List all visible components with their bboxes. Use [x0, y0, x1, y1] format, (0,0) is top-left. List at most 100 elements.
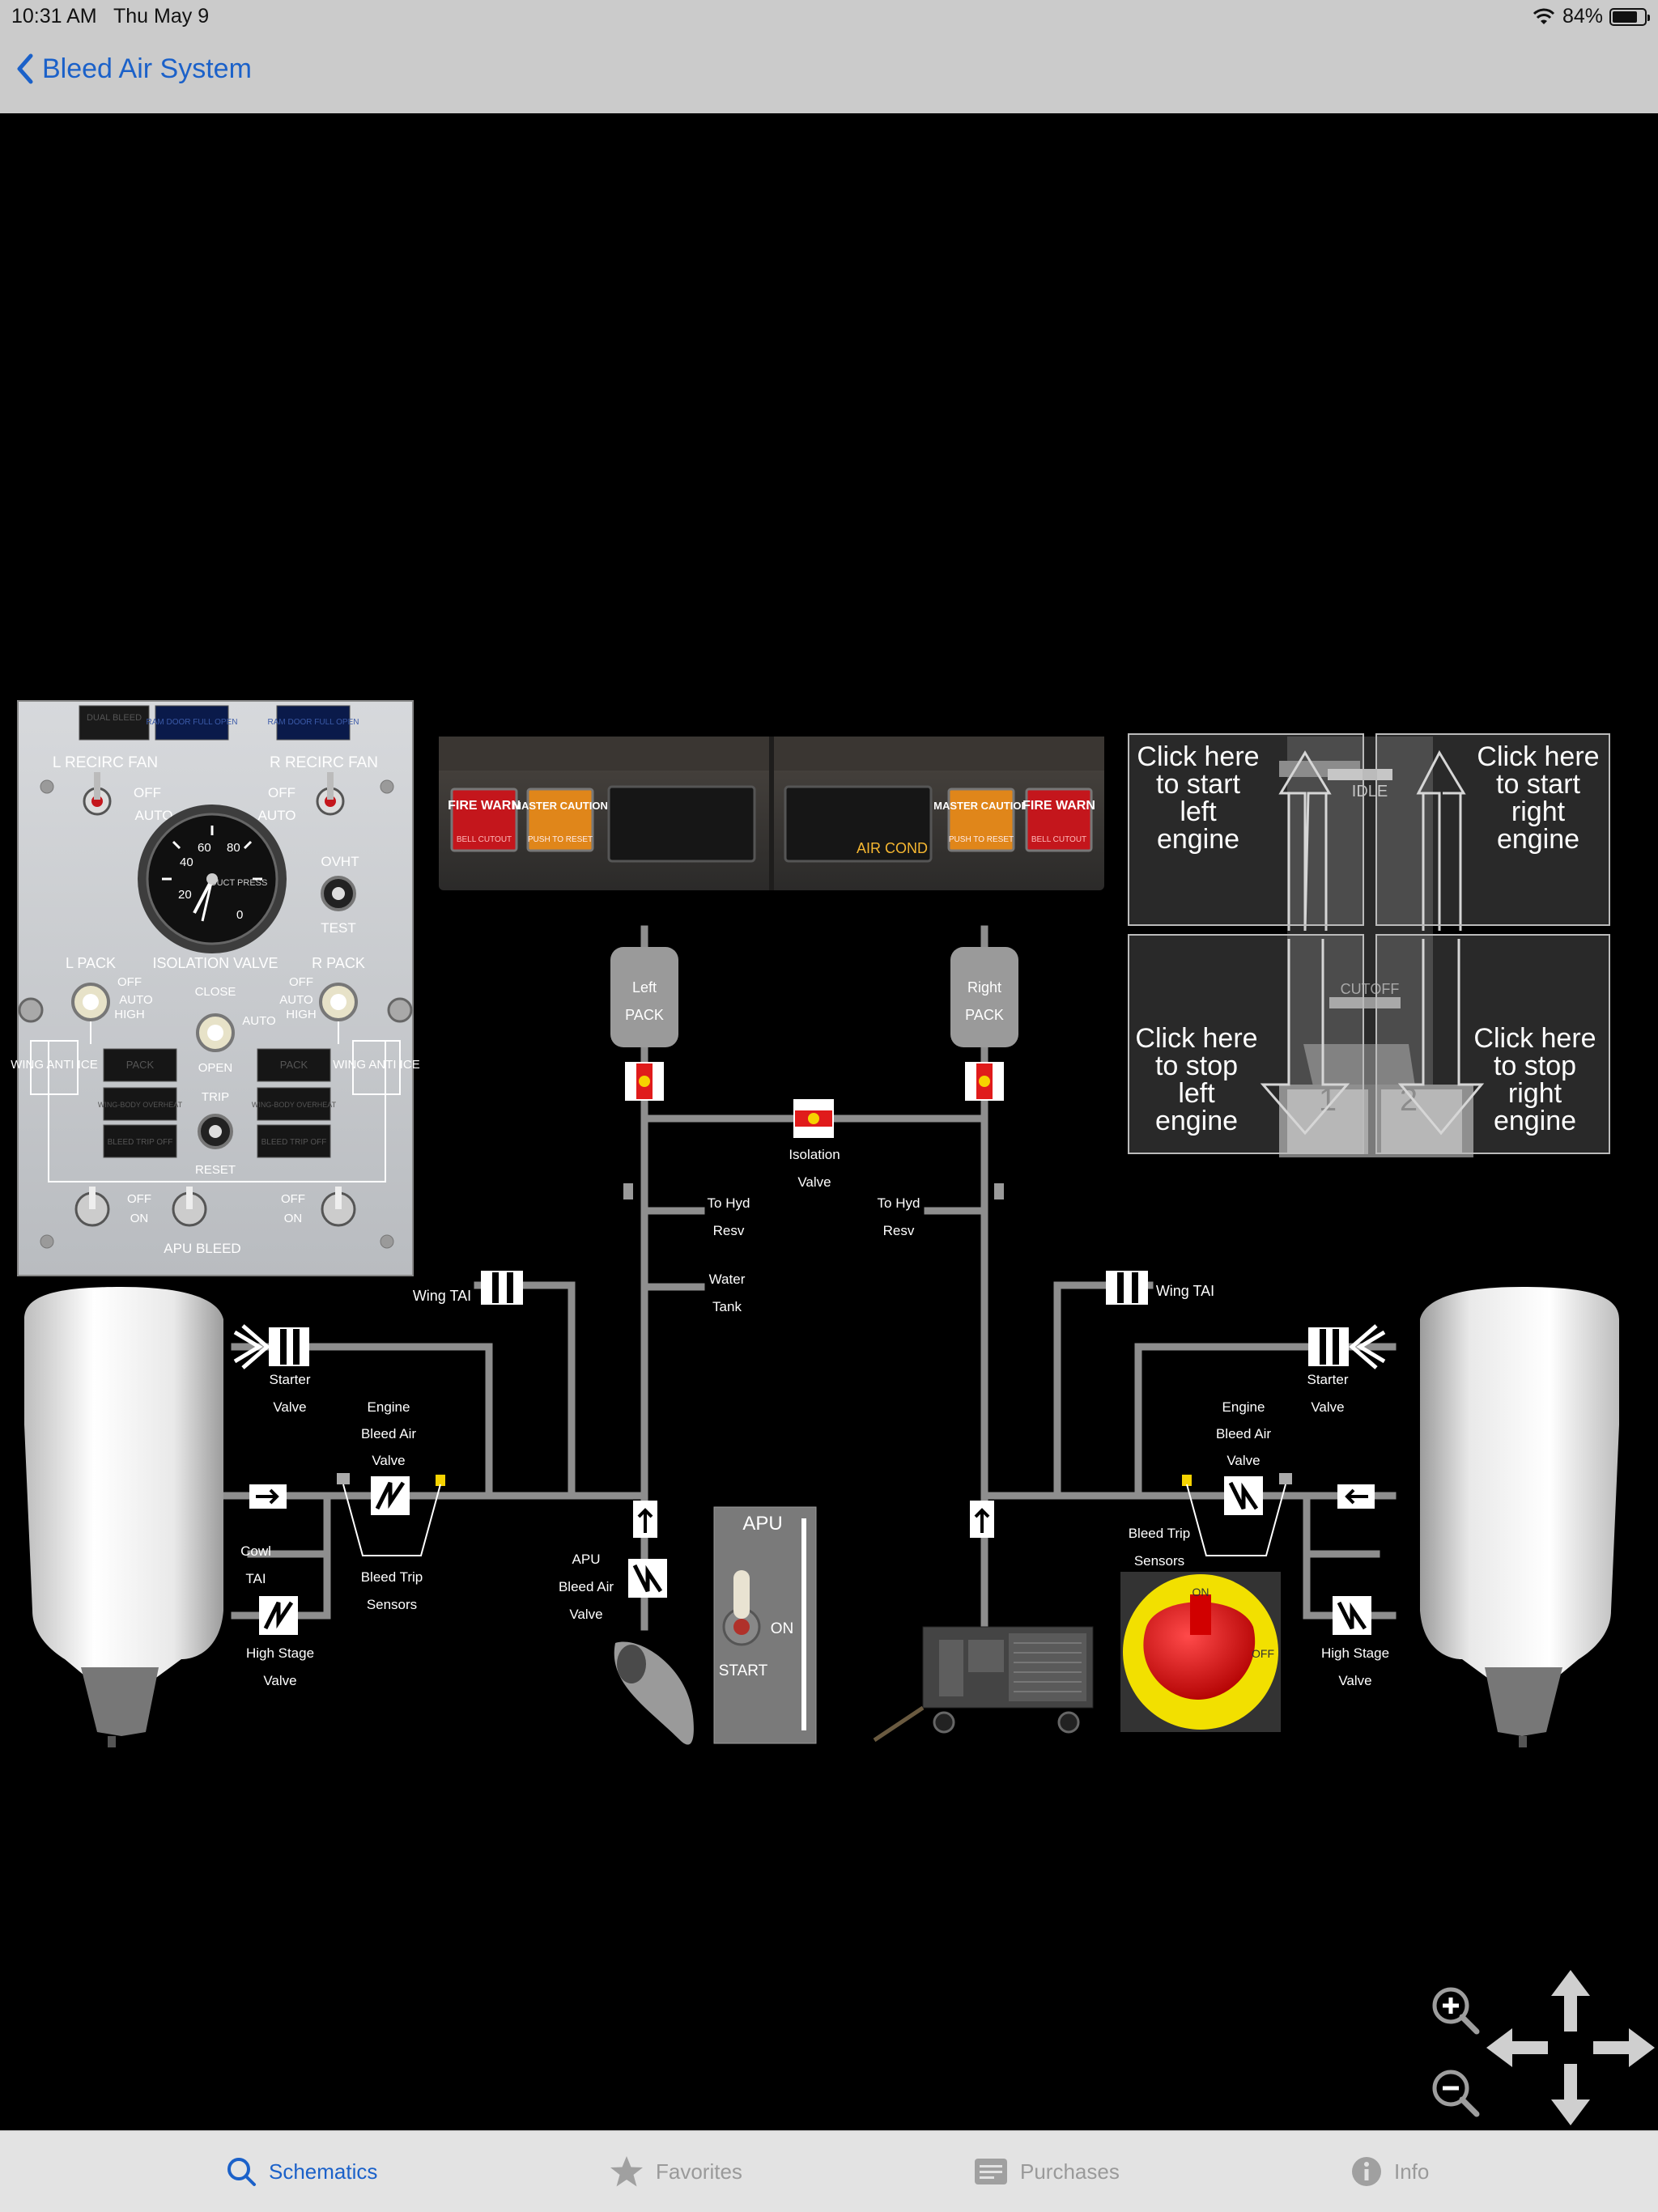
status-date: Thu May 9 [113, 5, 210, 28]
wing-tai-left-label: Wing TAI [413, 1288, 471, 1304]
tab-info-label: Info [1394, 2159, 1430, 2184]
trip-reset-button[interactable] [198, 1114, 233, 1149]
master-caution-left-label: MASTER CAUTION [512, 800, 608, 812]
r-recirc-off: OFF [268, 785, 295, 800]
gauge-tick-20: 20 [178, 888, 192, 902]
master-caution-right-label: MASTER CAUTION [933, 800, 1029, 812]
bleed-1-switch[interactable] [74, 1187, 110, 1227]
left-hyd-tap [623, 1183, 633, 1199]
wifi-icon [1533, 8, 1555, 24]
master-caution-right-button[interactable]: MASTER CAUTION PUSH TO RESET [933, 788, 1029, 852]
pack-feed-lines [640, 929, 988, 947]
wing-anti-ice-right-label: WING ANTI ICE [333, 1058, 420, 1072]
pan-right-icon [1593, 2028, 1655, 2067]
lever-2-label: 2 [1400, 1082, 1418, 1118]
fire-warn-left-button[interactable]: FIRE WARN BELL CUTOUT [448, 788, 521, 852]
back-label: Bleed Air System [42, 53, 252, 84]
starter-valve-right[interactable] [1308, 1324, 1386, 1369]
engine-bleed-valve-right[interactable] [1224, 1476, 1263, 1515]
r-recirc-switch[interactable] [316, 772, 345, 816]
status-bar: 10:31 AM Thu May 9 84% [0, 0, 1658, 32]
l-recirc-switch[interactable] [83, 772, 112, 816]
apu-bleed-switch[interactable] [172, 1187, 207, 1227]
left-engine[interactable] [24, 1287, 223, 1747]
bleed-trip-sensors-left [337, 1473, 445, 1556]
bleed-2-off: OFF [281, 1192, 305, 1206]
test-label: TEST [321, 920, 355, 936]
ground-air-knob[interactable]: ON OFF [1120, 1572, 1281, 1732]
schematic-canvas[interactable]: DUAL BLEED RAM DOOR FULL OPEN RAM DOOR F… [0, 113, 1658, 2130]
fire-warn-right-button[interactable]: FIRE WARN BELL CUTOUT [1022, 788, 1095, 852]
status-time: 10:31 AM [11, 5, 97, 28]
tab-purchases[interactable]: Purchases [973, 2131, 1120, 2212]
l-pack-high: HIGH [114, 1008, 145, 1021]
left-pack-valve[interactable] [625, 1062, 664, 1101]
tab-info[interactable]: Info [1350, 2131, 1429, 2212]
ovht-test-switch[interactable] [321, 876, 356, 911]
starter-valve-left[interactable] [233, 1324, 309, 1369]
tab-schematics[interactable]: Schematics [225, 2131, 377, 2212]
bleed-2-switch[interactable] [321, 1187, 356, 1227]
gauge-tick-60: 60 [198, 841, 211, 855]
apu-exhaust-opening [617, 1645, 646, 1683]
reset-label: RESET [195, 1163, 236, 1177]
search-icon [227, 2158, 256, 2186]
high-stage-valve-left[interactable] [259, 1596, 298, 1635]
l-pack-switch[interactable] [71, 983, 110, 1021]
zoom-in-button[interactable] [1432, 1987, 1480, 2035]
gpu-check-valve [970, 1501, 994, 1538]
engine-bleed-valve-left[interactable] [371, 1476, 410, 1515]
chevron-left-icon [17, 53, 33, 84]
right-pack-valve[interactable] [965, 1062, 1004, 1101]
overhead-bleed-panel: DUAL BLEED RAM DOOR FULL OPEN RAM DOOR F… [11, 700, 420, 1276]
l-recirc-auto: AUTO [135, 808, 173, 823]
bell-cutout-left-label: BELL CUTOUT [457, 835, 512, 844]
apu-title: APU [742, 1513, 782, 1535]
bleed-1-on: ON [130, 1212, 149, 1225]
zoom-out-button[interactable] [1432, 2070, 1480, 2117]
l-pack-label: L PACK [66, 955, 116, 971]
isolation-valve-switch[interactable] [196, 1013, 235, 1052]
r-pack-auto: AUTO [279, 993, 312, 1007]
isolation-valve[interactable] [793, 1099, 834, 1138]
check-valve-right [1337, 1484, 1375, 1509]
back-button[interactable]: Bleed Air System [16, 53, 252, 85]
wing-tai-right-valve[interactable] [1106, 1271, 1148, 1305]
navigation-bar: Bleed Air System [0, 32, 1658, 114]
r-pack-off: OFF [289, 975, 313, 989]
l-overheat-light [103, 1087, 177, 1121]
r-overheat-light [257, 1087, 331, 1121]
ground-air-cart[interactable] [873, 1626, 1094, 1743]
apu-bleed-valve[interactable] [628, 1559, 667, 1598]
master-caution-left-button[interactable]: MASTER CAUTION PUSH TO RESET [512, 788, 608, 852]
tab-favorites[interactable]: Favorites [609, 2131, 742, 2212]
pan-arrows[interactable] [1486, 1970, 1655, 2125]
ram-door-right-light [276, 705, 351, 741]
r-pack-light [257, 1048, 331, 1082]
l-overheat-label: WING-BODY OVERHEAT [98, 1101, 183, 1109]
wing-tai-left-valve[interactable] [481, 1271, 523, 1305]
right-engine[interactable] [1420, 1287, 1619, 1747]
receipt-icon [975, 2159, 1007, 2184]
high-stage-valve-right[interactable] [1333, 1596, 1371, 1635]
apu-start-switch[interactable] [722, 1570, 761, 1646]
r-pack-switch[interactable] [319, 983, 358, 1021]
apu-check-valve [633, 1501, 657, 1538]
